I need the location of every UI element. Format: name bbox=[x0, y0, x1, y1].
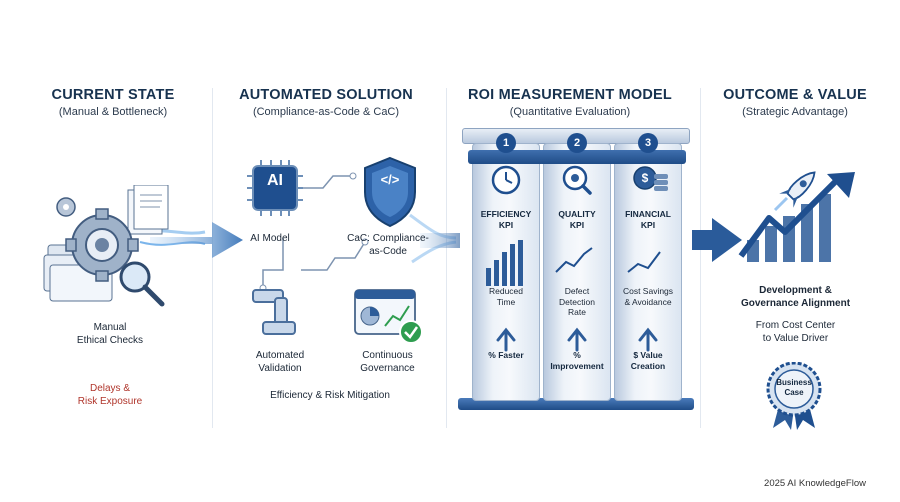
column-divider bbox=[446, 88, 447, 428]
automated-solution-title: AUTOMATED SOLUTION bbox=[239, 87, 413, 103]
pillar-cap bbox=[468, 150, 544, 164]
svg-text:$: $ bbox=[642, 171, 649, 185]
pillar-number-badge: 2 bbox=[567, 133, 587, 153]
automated-solution-subtitle: (Compliance-as-Code & CaC) bbox=[252, 106, 400, 118]
credit-text: 2025 AI KnowledgeFlow bbox=[764, 478, 866, 489]
pillar-icons: $ bbox=[486, 165, 668, 352]
outcome-title: OUTCOME & VALUE bbox=[723, 87, 867, 103]
current-state-subtitle: (Manual & Bottleneck) bbox=[58, 106, 168, 118]
outcome-subtitle: (Strategic Advantage) bbox=[742, 106, 848, 118]
pillar-result: % Faster bbox=[488, 350, 524, 360]
pillar-result: %Improvement bbox=[550, 350, 604, 371]
current-state-title: CURRENT STATE bbox=[51, 87, 175, 103]
column-divider bbox=[212, 88, 213, 428]
cac-label: CaC: Compliance-as-Code bbox=[347, 233, 429, 257]
pillar-number-badge: 3 bbox=[638, 133, 658, 153]
manual-checks-illustration bbox=[43, 185, 169, 307]
growth-chart-rocket bbox=[738, 171, 855, 262]
solution-network bbox=[247, 156, 423, 344]
pillar-number-badge: 1 bbox=[496, 133, 516, 153]
alignment-label: Development &Governance Alignment bbox=[740, 285, 851, 309]
business-case-seal bbox=[766, 362, 822, 430]
roi-model-subtitle: (Quantitative Evaluation) bbox=[509, 106, 631, 118]
efficiency-risk-label: Efficiency & Risk Mitigation bbox=[270, 390, 390, 401]
pillar-cap bbox=[610, 150, 686, 164]
roi-base-beam bbox=[458, 398, 694, 410]
risk-exposure-label: Delays &Risk Exposure bbox=[77, 383, 143, 407]
ai-model-label: AI Model bbox=[250, 233, 290, 244]
arrow-to-solution bbox=[150, 222, 243, 258]
roi-model-title: ROI MEASUREMENT MODEL bbox=[468, 87, 672, 103]
pillar-cap bbox=[539, 150, 615, 164]
code-icon: </> bbox=[380, 172, 400, 187]
ai-chip-label: AI bbox=[267, 172, 283, 189]
column-divider bbox=[700, 88, 701, 428]
pillar-metric: Cost Savings& Avoidance bbox=[622, 286, 674, 307]
arrow-to-outcome bbox=[692, 218, 742, 262]
